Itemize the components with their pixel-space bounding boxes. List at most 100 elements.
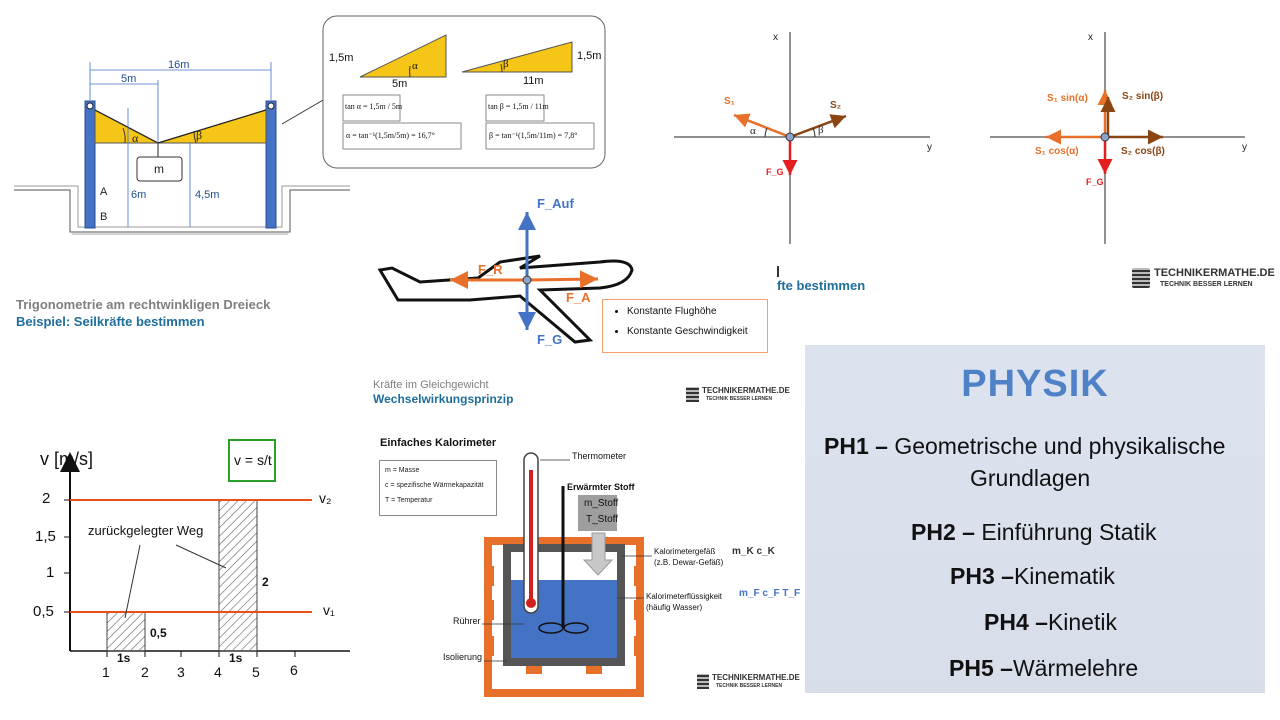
s1-sin-label: S₁ sin(α)	[1047, 93, 1088, 104]
callout-right-width: 11m	[523, 75, 544, 87]
plane-caption-main: Wechselwirkungsprinzip	[373, 392, 514, 406]
y-tick: 1	[46, 564, 55, 581]
ph-text: Kinematik	[1013, 563, 1115, 589]
ph4-item[interactable]: PH4 –Kinetik	[984, 609, 1117, 636]
y-tick: 2	[42, 490, 51, 507]
mass-label: m	[154, 162, 164, 176]
ph-code: PH2 –	[911, 519, 975, 545]
delta-t-1: 1s	[117, 651, 131, 665]
tan-beta-formula: tan β = 1,5m / 11m	[488, 102, 549, 111]
x-tick: 5	[252, 664, 260, 680]
force-diagrams	[674, 32, 1245, 244]
ph5-item[interactable]: PH5 –Wärmelehre	[949, 655, 1138, 682]
v1-label: v₁	[323, 602, 335, 618]
ground	[14, 185, 350, 233]
area-1-value: 0,5	[150, 626, 167, 640]
heated-substance-label: Erwärmter Stoff	[567, 482, 635, 492]
f-a-label: F_A	[566, 290, 591, 305]
logo-icon	[697, 674, 709, 689]
trig-subtitle: Beispiel: Seilkräfte bestimmen	[16, 314, 205, 329]
vessel-label: Kalorimetergefäß	[654, 547, 716, 556]
plane-caption-small: Kräfte im Gleichgewicht	[373, 379, 489, 391]
logo-techmath-mid: TECHNIKERMATHE.DE TECHNIK BESSER LERNEN	[686, 386, 790, 406]
logo-techmath-bottom: TECHNIKERMATHE.DE TECHNIK BESSER LERNEN	[697, 673, 800, 693]
airplane-diagram	[377, 212, 634, 344]
heated-substance	[578, 495, 617, 531]
ph-code: PH5 –	[949, 655, 1013, 681]
ph-code: PH3 –	[950, 563, 1014, 589]
logo-line-2: TECHNIK BESSER LERNEN	[716, 683, 783, 689]
caption-bar	[777, 266, 779, 277]
ph-code: PH1 –	[824, 433, 888, 459]
logo-line-1: TECHNIKERMATHE.DE	[702, 386, 790, 395]
x-tick: 2	[141, 664, 149, 680]
callout-left-height: 1,5m	[329, 52, 354, 64]
ph-text: Einführung Statik	[974, 519, 1157, 545]
mass-box	[136, 156, 183, 182]
s2-vector	[789, 114, 847, 139]
callout-left-width: 5m	[392, 78, 408, 90]
distance-label: zurückgelegter Weg	[88, 523, 204, 538]
ph-text: Kinetik	[1047, 609, 1117, 635]
m-stoff-label: m_Stoff	[584, 498, 619, 509]
ph3-item[interactable]: PH3 –Kinematik	[950, 563, 1115, 590]
area-1	[106, 611, 146, 652]
note-item: Konstante Flughöhe	[627, 306, 767, 317]
axis-y-right: y	[1242, 142, 1247, 153]
dim-16m: 16m	[168, 59, 190, 71]
trig-title: Trigonometrie am rechtwinkligen Dreieck	[16, 297, 271, 312]
f-g-label: F_G	[537, 332, 563, 347]
s2-cos-label: S₂ cos(β)	[1121, 146, 1165, 157]
liquid-symbols: m_F c_F T_F	[739, 588, 801, 599]
forces-caption-partial: fte bestimmen	[777, 278, 866, 293]
dim-4-5m: 4,5m	[195, 189, 220, 201]
s1-label: S₁	[724, 96, 735, 107]
x-tick: 3	[177, 664, 185, 680]
beta-equation: β = tan⁻¹(1,5m/11m) = 7,8°	[489, 131, 578, 140]
axis-x-right: x	[1088, 32, 1093, 43]
s1-vector	[733, 113, 791, 139]
fg-label-right: F_G	[1086, 177, 1104, 187]
kinematik-graph	[60, 439, 350, 657]
velocity-axis-label: v [m/s]	[40, 449, 93, 469]
f-r-label: F_R	[478, 262, 503, 277]
area-2	[218, 499, 258, 652]
v2-label: v₂	[319, 490, 332, 506]
vessel-sublabel: (z.B. Dewar-Gefäß)	[654, 558, 724, 567]
x-tick: 1	[102, 664, 110, 680]
f-auf-label: F_Auf	[537, 196, 574, 211]
ph-text: Wärmelehre	[1012, 655, 1139, 681]
legend-item: c = spezifische Wärmekapazität	[385, 482, 484, 489]
callout-right-height: 1,5m	[577, 50, 602, 62]
physik-title: PHYSIK	[961, 363, 1109, 405]
beta-angle-label: β	[818, 124, 824, 136]
fg-label-left: F_G	[766, 167, 784, 177]
formula-box	[228, 439, 276, 482]
s2-label: S₂	[830, 100, 842, 111]
ph1-item[interactable]: PH1 – Geometrische und physikalische	[824, 433, 1225, 460]
logo-icon	[686, 387, 699, 402]
alpha-equation: α = tan⁻¹(1,5m/5m) = 16,7°	[346, 131, 435, 140]
ph2-item[interactable]: PH2 – Einführung Statik	[911, 519, 1157, 546]
logo-line-1: TECHNIKERMATHE.DE	[712, 673, 800, 682]
t-stoff-label: T_Stoff	[586, 514, 619, 525]
alpha-label: α	[132, 131, 139, 145]
logo-line-1: TECHNIKERMATHE.DE	[1154, 267, 1275, 279]
y-tick: 0,5	[33, 603, 54, 620]
logo-icon	[1132, 268, 1150, 288]
kalorimeter-legend: m = Masse c = spezifische Wärmekapazität…	[379, 460, 497, 516]
area-2-value: 2	[262, 575, 269, 589]
logo-line-2: TECHNIK BESSER LERNEN	[706, 396, 773, 402]
liquid-sublabel: (häufig Wasser)	[646, 603, 703, 612]
kalorimeter-title: Einfaches Kalorimeter	[380, 437, 497, 449]
insulation-label: Isolierung	[443, 652, 483, 662]
thermometer-label: Thermometer	[572, 451, 627, 461]
ph-code: PH4 –	[984, 609, 1048, 635]
label-a: A	[100, 186, 108, 198]
tan-alpha-formula: tan α = 1,5m / 5m	[345, 102, 403, 111]
beta-label: β	[196, 128, 203, 142]
ph-text: Grundlagen	[970, 465, 1091, 491]
legend-item: m = Masse	[385, 467, 420, 474]
logo-line-2: TECHNIK BESSER LERNEN	[1160, 281, 1253, 288]
f-a-vector	[526, 270, 599, 289]
